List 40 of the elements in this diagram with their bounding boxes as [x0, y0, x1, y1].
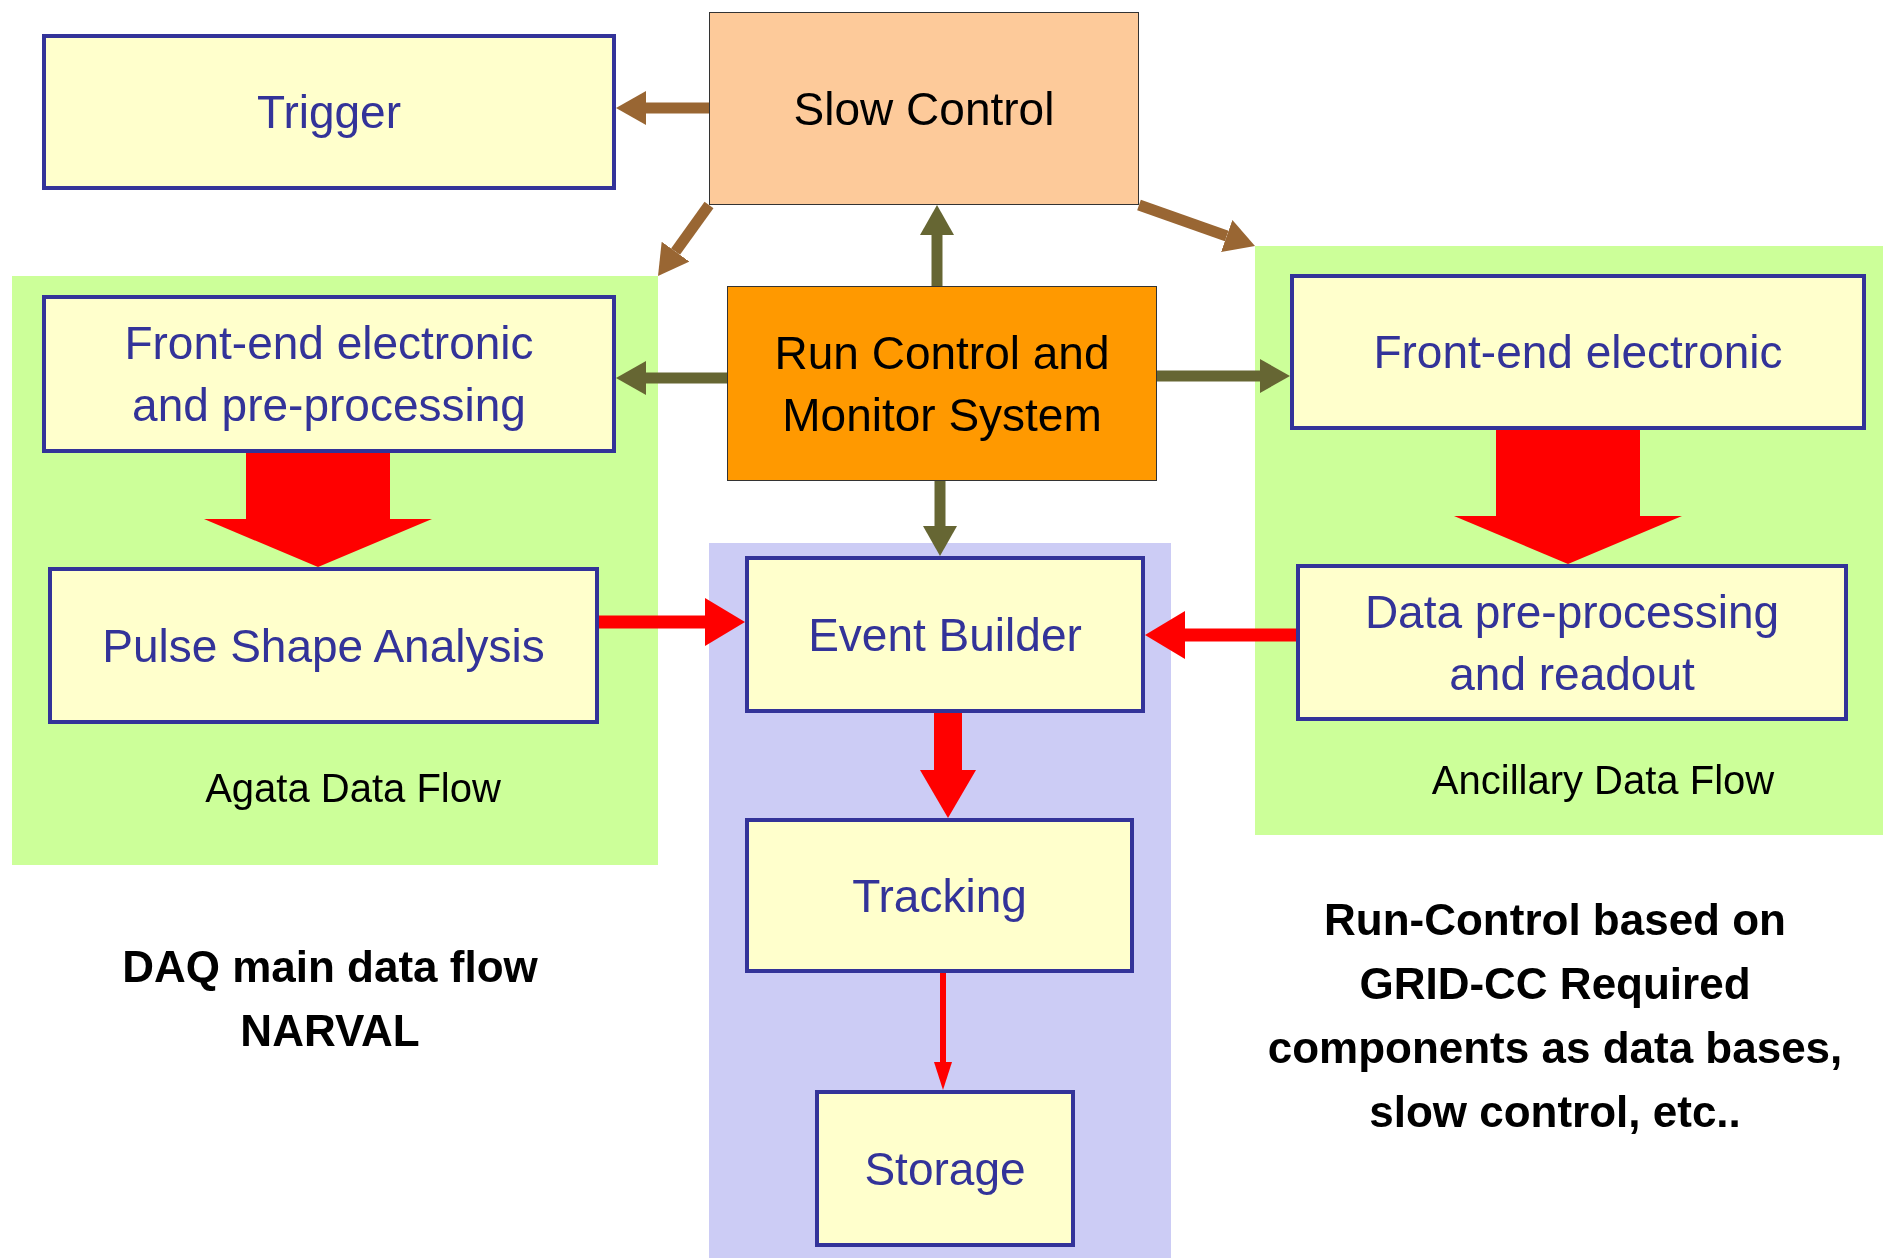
arrow: [1137, 199, 1255, 253]
panel-background: [709, 543, 1171, 1258]
note-text: DAQ main data flow NARVAL: [121, 941, 539, 1057]
group-panel: [1255, 246, 1883, 835]
box-label: Data pre-processing and readout: [1363, 584, 1781, 702]
box-label: Event Builder: [807, 607, 1083, 663]
process-box: [815, 1090, 1075, 1247]
process-box: [42, 295, 616, 453]
group-title: Ancillary Data Flow: [1431, 757, 1775, 803]
block-arrow: [204, 453, 432, 567]
block-arrow: [920, 713, 976, 818]
process-box: [745, 556, 1145, 713]
group-panel: [12, 276, 658, 865]
box-label: Storage: [863, 1141, 1027, 1197]
box-label: Pulse Shape Analysis: [101, 618, 546, 674]
arrow: [1157, 359, 1290, 393]
box-label: Front-end electronic: [1372, 325, 1784, 380]
arrow: [1145, 611, 1296, 659]
process-box: [1296, 564, 1848, 721]
arrow: [920, 205, 954, 286]
process-box: [1290, 274, 1866, 430]
box-label: Run Control and Monitor System: [773, 325, 1111, 443]
arrow: [616, 361, 727, 395]
process-box: [727, 286, 1157, 481]
box-label: Slow Control: [792, 81, 1056, 137]
arrow: [658, 201, 714, 276]
arrow: [616, 91, 709, 125]
process-box: [48, 567, 599, 724]
process-box: [42, 34, 616, 190]
note-text: Run-Control based on GRID-CC Required components as data bases, slow control, etc..: [1266, 894, 1844, 1138]
block-arrow: [1454, 430, 1682, 564]
arrow: [923, 481, 957, 556]
arrow: [599, 598, 745, 646]
box-label: Trigger: [256, 85, 402, 140]
group-title: Agata Data Flow: [205, 765, 501, 811]
process-box: [709, 12, 1139, 205]
arrow: [934, 973, 952, 1090]
process-box: [745, 818, 1134, 973]
box-label: Front-end electronic and pre-processing: [123, 316, 535, 433]
box-label: Tracking: [851, 868, 1028, 924]
